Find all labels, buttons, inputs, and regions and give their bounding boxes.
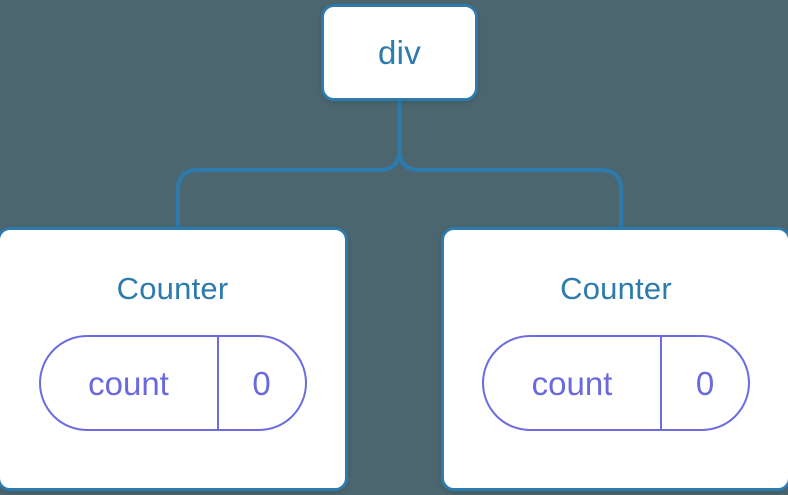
node-counter-0-title: Counter <box>116 271 229 306</box>
node-div[interactable]: div <box>321 4 478 101</box>
node-div-label: div <box>377 34 422 71</box>
state-value-cell-1: 0 <box>662 337 748 429</box>
node-counter-1[interactable]: Counter count 0 <box>441 227 788 491</box>
edge-root-to-children <box>176 99 623 231</box>
state-key-cell-0: count <box>41 337 219 429</box>
state-value-label-0: 0 <box>252 364 271 402</box>
state-key-label-0: count <box>88 364 169 402</box>
state-value-label-1: 0 <box>695 364 715 402</box>
state-key-cell-1: count <box>484 337 662 429</box>
state-pill-counter-0[interactable]: count 0 <box>38 335 307 431</box>
node-counter-1-title: Counter <box>560 271 672 306</box>
state-key-label-1: count <box>531 364 613 402</box>
node-counter-0[interactable]: Counter count 0 <box>0 227 348 491</box>
state-pill-counter-1[interactable]: count 0 <box>482 335 750 431</box>
state-value-cell-0: 0 <box>219 337 305 429</box>
